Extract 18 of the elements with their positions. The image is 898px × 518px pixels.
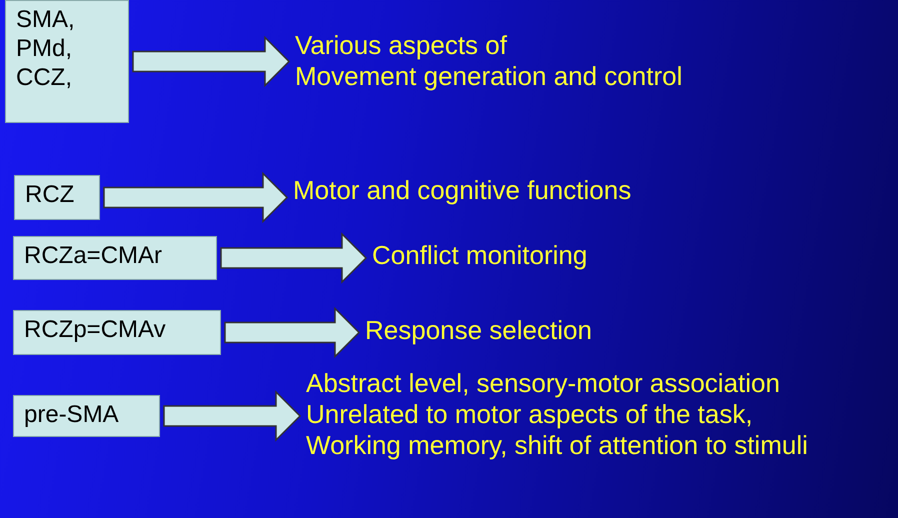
description-text: Various aspects of: [295, 30, 508, 61]
description-text: Motor and cognitive functions: [293, 175, 632, 206]
description-text: Abstract level, sensory-motor association: [306, 368, 781, 399]
description-text: Conflict monitoring: [372, 240, 588, 271]
label-box: RCZa=CMAr: [13, 236, 217, 280]
label-box: pre-SMA: [13, 395, 160, 437]
description-text: Working memory, shift of attention to stimuli: [306, 430, 809, 461]
label-box: RCZ: [14, 175, 100, 220]
block-arrow: [132, 36, 290, 88]
label-box: SMA, PMd, CCZ,: [5, 0, 129, 123]
label-box: RCZp=CMAv: [13, 310, 221, 355]
block-arrow: [163, 390, 302, 442]
block-arrow: [103, 172, 288, 224]
description-text: Unrelated to motor aspects of the task,: [306, 399, 754, 430]
description-text: Response selection: [365, 315, 593, 346]
block-arrow: [220, 232, 368, 284]
block-arrow: [224, 306, 360, 358]
description-text: Movement generation and control: [295, 61, 684, 92]
